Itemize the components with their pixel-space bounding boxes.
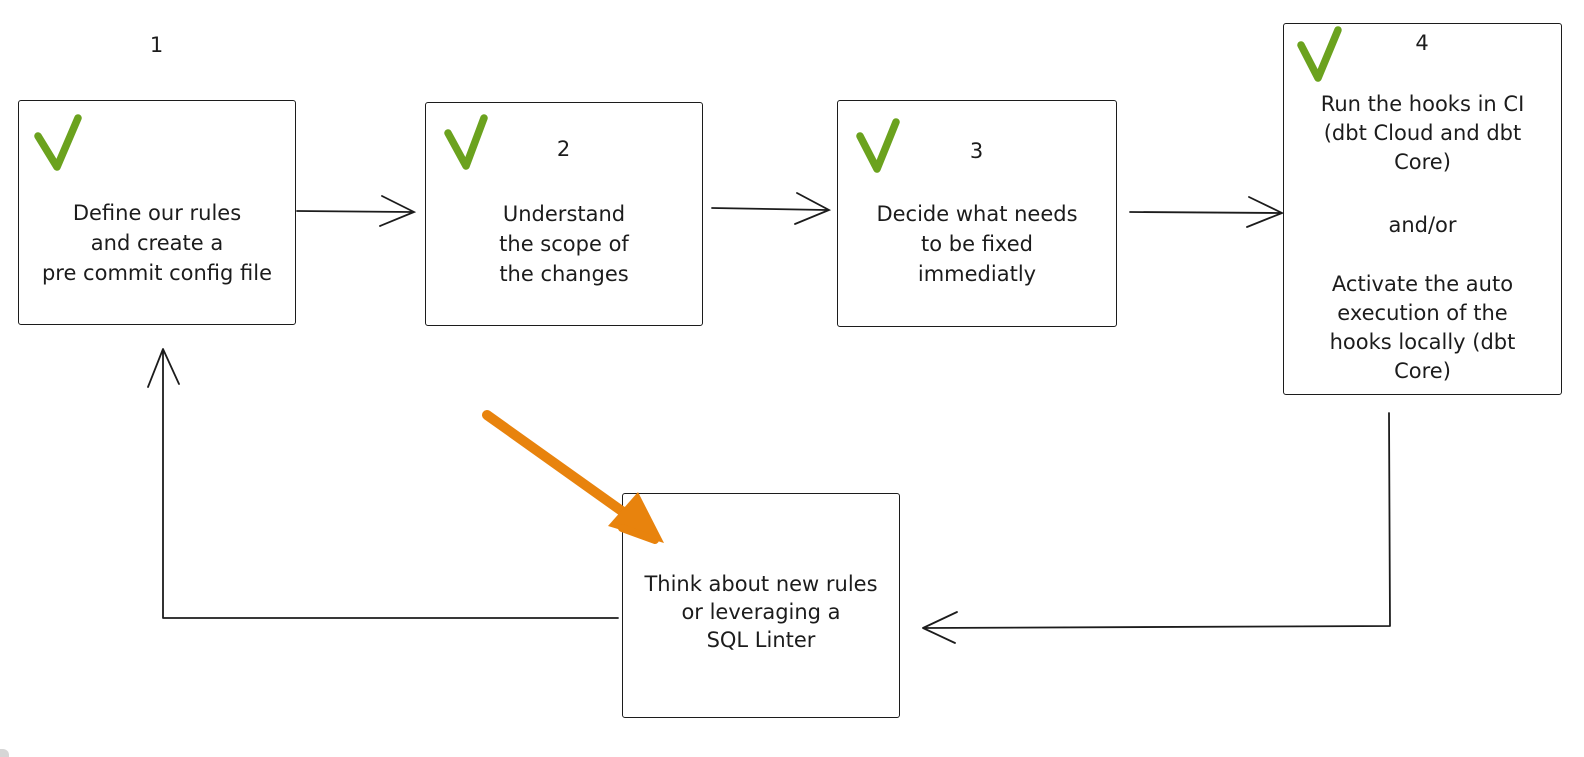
arrow-step3-step4 [1129,196,1285,228]
loop-box: Think about new rules or leveraging a SQ… [622,493,900,718]
corner-artifact [0,749,9,757]
step-text: Define our rules and create a pre commit… [41,201,273,285]
arrow-step2-step3 [711,192,832,225]
step-number: 3 [969,139,985,163]
step-number: 2 [556,137,572,161]
arrow-step1-step2 [296,195,417,227]
step-number: 4 [1415,31,1430,55]
step-text: Understand the scope of the changes [499,202,629,286]
step-box-3: 3 Decide what needs to be fixed immediat… [837,100,1117,327]
step-text-local: Activate the auto execution of the hooks… [1329,272,1516,383]
step-box-1: 1 Define our rules and create a pre comm… [18,33,296,325]
arrow-loopbox-step1 [147,348,619,619]
step-number: 1 [149,33,165,57]
step-box-2: 2 Understand the scope of the changes [425,102,703,326]
loop-text: Think about new rules or leveraging a SQ… [644,572,878,652]
arrow-step4-loopbox [922,412,1391,644]
step-box-4: 4 Run the hooks in CI (dbt Cloud and dbt… [1283,23,1562,395]
step-text-ci: Run the hooks in CI (dbt Cloud and dbt C… [1320,92,1525,174]
step-text: Decide what needs to be fixed immediatly [876,202,1078,286]
step-text-connector: and/or [1388,213,1457,237]
